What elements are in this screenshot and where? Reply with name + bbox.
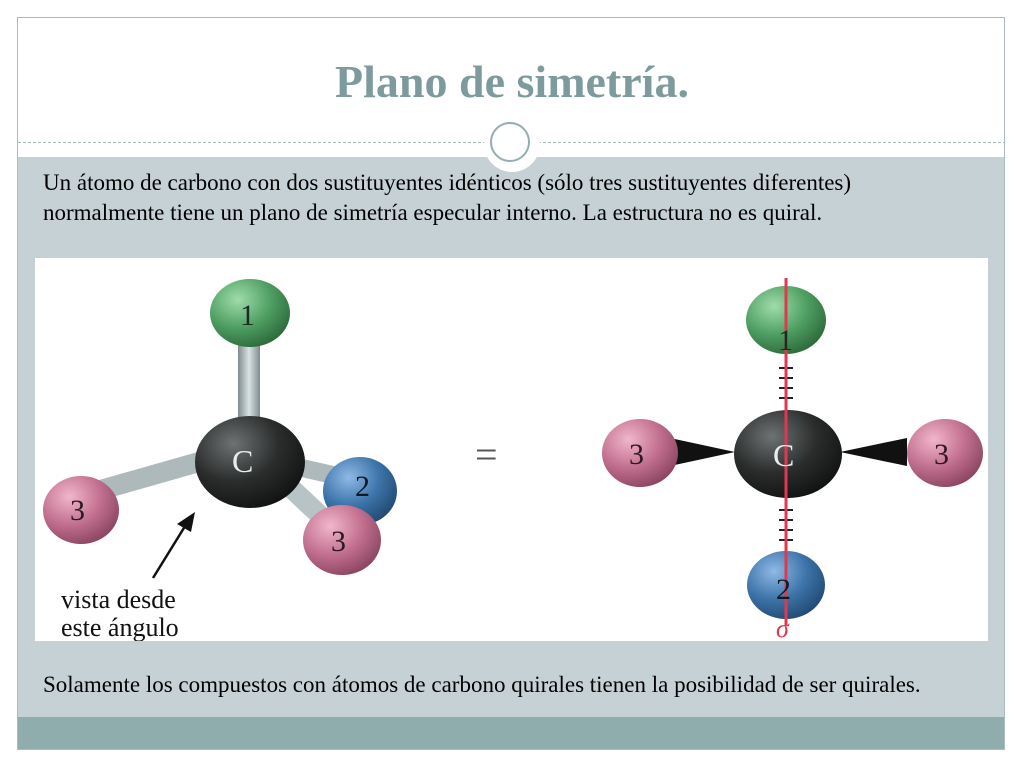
circle-ornament-icon <box>484 116 540 172</box>
view-arrow-icon <box>151 512 195 579</box>
left-label-3-left: 3 <box>70 494 85 527</box>
right-atom-3-left <box>602 419 678 487</box>
view-caption-line2: este ángulo <box>61 613 179 641</box>
right-label-2: 2 <box>776 573 791 606</box>
left-atom-1 <box>210 279 290 347</box>
right-atom-3-right <box>907 419 983 487</box>
right-atom-carbon <box>734 410 842 498</box>
right-bond-left-wedge <box>670 438 735 466</box>
equals-sign: = <box>475 432 498 477</box>
left-atom-3-left <box>43 476 119 544</box>
left-atom-carbon <box>195 416 305 508</box>
molecule-diagram: C 1 3 2 3 vista desde este ángulo = <box>43 278 983 641</box>
right-label-1: 1 <box>778 324 793 357</box>
molecule-figure: C 1 3 2 3 vista desde este ángulo = <box>35 258 988 641</box>
left-label-2: 2 <box>355 470 370 503</box>
view-caption-line1: vista desde <box>61 585 176 614</box>
left-label-3-front: 3 <box>331 525 346 558</box>
footer-bar <box>18 717 1004 749</box>
right-label-3-left: 3 <box>629 438 644 471</box>
paragraph-top: Un átomo de carbono con dos sustituyente… <box>43 170 852 225</box>
right-label-3-right: 3 <box>934 438 949 471</box>
slide-title: Plano de simetría. <box>335 56 689 107</box>
slide-frame: Plano de simetría. Un átomo de carbono c… <box>17 17 1005 750</box>
right-bond-right-wedge <box>840 438 907 466</box>
paragraph-bottom: Solamente los compuestos con átomos de c… <box>43 672 921 697</box>
right-label-c: C <box>773 437 794 473</box>
left-label-1: 1 <box>240 299 255 332</box>
left-atom-3-front <box>303 505 381 575</box>
sigma-label: σ <box>776 614 790 641</box>
left-label-c: C <box>232 443 253 479</box>
